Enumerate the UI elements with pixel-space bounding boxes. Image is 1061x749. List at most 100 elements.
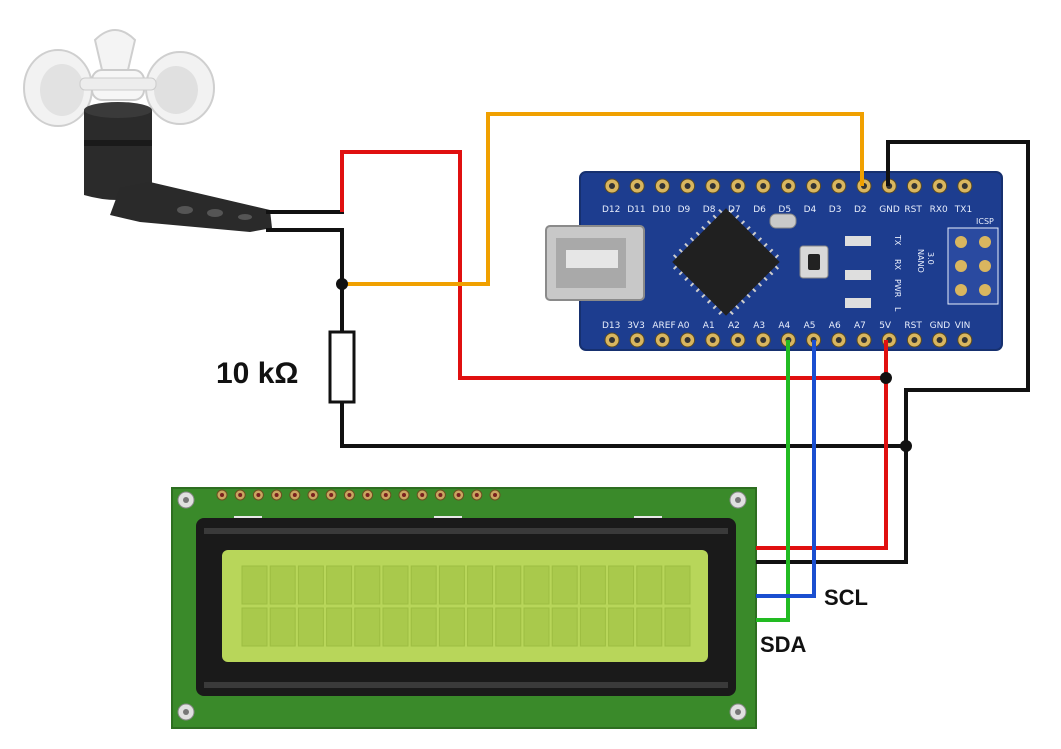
lcd-cell (495, 607, 522, 647)
lcd-cell (297, 565, 324, 605)
pin-label: D12 (602, 205, 620, 215)
pin-hole (760, 337, 767, 343)
lcd-pin-hole (256, 493, 261, 497)
wire-red-5v (340, 150, 888, 380)
pin-hole (634, 183, 641, 189)
pin-hole (961, 183, 968, 189)
pin-label: A0 (678, 321, 690, 331)
lcd-cell (467, 565, 494, 605)
pin-label: TX1 (954, 205, 972, 215)
pin-label: D7 (728, 205, 741, 215)
pin-label: A7 (854, 321, 866, 331)
board-version-label: 3.0 (926, 252, 935, 265)
lcd-pin-hole (365, 493, 370, 497)
pin-label: D10 (652, 205, 671, 215)
pin-label: D4 (804, 205, 817, 215)
pin-hole (659, 337, 666, 343)
lcd-character-grid (241, 565, 691, 647)
pin-hole (861, 337, 867, 343)
lcd-cell (297, 607, 324, 647)
pin-label: VIN (955, 321, 971, 331)
pin-label: GND (879, 205, 900, 215)
anemometer-icon (23, 29, 272, 232)
wire-orange-d2 (342, 112, 864, 286)
lcd-cell (664, 565, 691, 605)
lcd-pin-hole (438, 493, 443, 497)
lcd-cell (579, 607, 606, 647)
wire-black-gnd (756, 140, 1030, 564)
resistor-symbol (328, 330, 356, 404)
pin-label: D11 (627, 205, 645, 215)
lcd-cell (326, 565, 353, 605)
lcd-cell (382, 607, 409, 647)
pin-hole (609, 337, 615, 343)
pin-hole (835, 337, 842, 343)
usb-connector-icon (545, 225, 645, 301)
lcd-pin-hole (311, 493, 315, 497)
lcd-cell (495, 565, 522, 605)
pin-hole (936, 337, 943, 343)
lcd-cell (410, 565, 437, 605)
lcd-cell (551, 607, 578, 647)
lcd-cell (467, 607, 494, 647)
microcontroller-chip-icon (672, 208, 780, 316)
lcd-cell (636, 607, 663, 647)
lcd-cell (326, 607, 353, 647)
pin-hole (911, 183, 918, 189)
sda-label: SDA (760, 632, 807, 657)
lcd-cell (551, 565, 578, 605)
pin-label: 5V (879, 321, 892, 331)
junction-dot (880, 372, 892, 384)
lcd-pin-hole (456, 493, 461, 497)
led-label-l: L (893, 307, 902, 312)
pin-hole (684, 337, 691, 343)
lcd-pin-hole (474, 493, 479, 497)
wire-green-sda (756, 340, 790, 622)
lcd-pin-hole (292, 493, 297, 497)
lcd-cell (438, 565, 465, 605)
pin-hole (609, 183, 615, 189)
lcd-pin-hole (238, 493, 243, 497)
lcd-cell (579, 565, 606, 605)
pin-label: RX0 (930, 205, 948, 215)
pin-label: D2 (854, 205, 867, 215)
scl-label: SCL (824, 585, 868, 610)
pin-label: GND (930, 321, 951, 331)
resistor-label: 10 kΩ (216, 357, 298, 390)
lcd-cell (636, 565, 663, 605)
pin-hole (835, 183, 842, 189)
junction-dot (336, 278, 348, 290)
lcd-cell (269, 565, 296, 605)
pin-label: 3V3 (627, 321, 645, 331)
lcd-pin-hole (220, 493, 224, 497)
lcd-pin-hole (383, 493, 388, 497)
pin-hole (634, 337, 641, 343)
pin-label: RST (904, 321, 922, 331)
lcd-cell (269, 607, 296, 647)
pin-label: A2 (728, 321, 740, 331)
pin-label: A4 (778, 321, 790, 331)
pin-hole (659, 183, 666, 189)
lcd-cell (241, 565, 268, 605)
pin-label: A3 (753, 321, 765, 331)
lcd-cell (608, 607, 635, 647)
pin-hole (709, 337, 716, 343)
pin-hole (709, 183, 716, 189)
pin-label: D6 (753, 205, 766, 215)
wire-anemometer-black (266, 228, 344, 332)
led-label-rx: RX (893, 259, 902, 271)
lcd-pin-hole (274, 493, 279, 497)
lcd-pin-hole (493, 493, 497, 497)
lcd-cell (664, 607, 691, 647)
lcd-cell (608, 565, 635, 605)
pin-hole (961, 337, 968, 343)
lcd-cell (354, 607, 381, 647)
lcd-16x2-module (171, 487, 757, 729)
pin-label: A5 (804, 321, 816, 331)
lcd-cell (354, 565, 381, 605)
lcd-cell (410, 607, 437, 647)
pin-label: D8 (703, 205, 716, 215)
lcd-cell (523, 565, 550, 605)
